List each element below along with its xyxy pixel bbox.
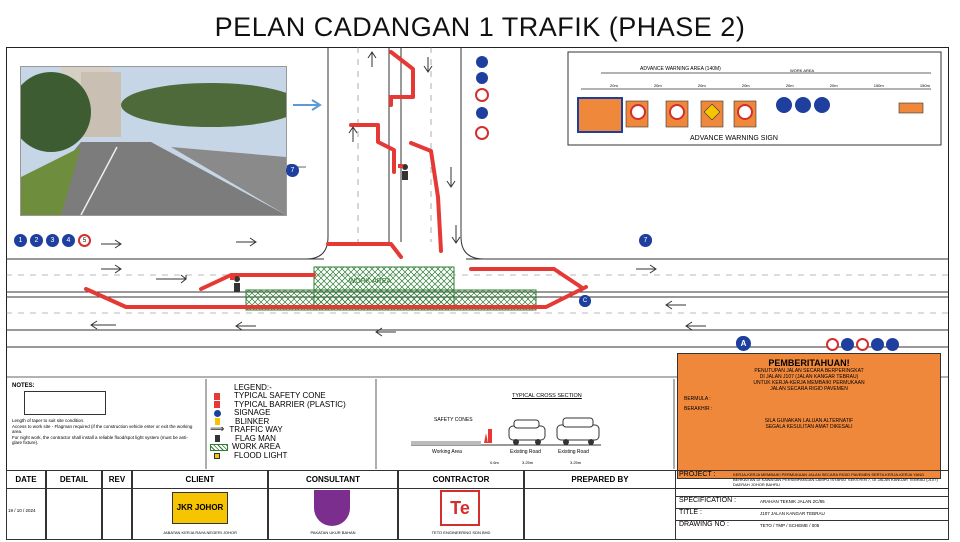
- work-area-label: WORK AREA: [348, 278, 392, 285]
- sign-circle-icon: [886, 338, 899, 351]
- project-value: KERJA-KERJA MEMBAIKI PERMUKAAN JALAN SEC…: [733, 472, 938, 487]
- sign-2-icon: 2: [30, 234, 43, 247]
- consultant-header: CONSULTANT: [306, 475, 360, 484]
- safety-cones-label: SAFETY CONES: [434, 417, 473, 423]
- title-label: TITLE :: [679, 509, 702, 516]
- rev-header: REV: [108, 475, 126, 484]
- consultant-name: PAKATAN UKUR BAHAN: [310, 530, 356, 535]
- consultant-logo-icon: [314, 490, 350, 526]
- notes-table: [24, 391, 106, 415]
- legend-panel: LEGEND:- TYPICAL SAFETY CONE TYPICAL BAR…: [210, 383, 346, 460]
- flood-light-icon: [214, 452, 220, 459]
- client-name: JABATAN KERJA RAYA NEGERI JOHOR: [163, 530, 237, 535]
- specification-label: SPECIFICATION :: [679, 497, 737, 504]
- existing-road-label-2: Existing Road: [558, 449, 589, 455]
- sign-circle-icon: [826, 338, 839, 351]
- prepared-by-header: PREPARED BY: [571, 475, 629, 484]
- barrier-north-2: [349, 123, 396, 174]
- dim-label-1: 0.6m: [490, 460, 499, 465]
- blinker-icon: [215, 418, 220, 426]
- project-label: PROJECT :: [679, 471, 716, 478]
- signage-icon: [214, 409, 221, 417]
- contractor-name: TETO ENGINEERING SDN BHD: [431, 530, 491, 535]
- notice-title: PEMBERITAHUAN!: [768, 358, 850, 368]
- advance-warning-area-label: ADVANCE WARNING AREA (140M): [640, 66, 721, 72]
- advance-warning-sub-label: WORK AREA: [790, 68, 815, 73]
- dim-label-3: 3.25m: [570, 460, 582, 465]
- dim-label-2: 3.25m: [522, 460, 534, 465]
- detail-header: DETAIL: [59, 475, 89, 484]
- barrier-north-3: [409, 141, 443, 253]
- signage-strip: 1 2 3 4 5: [14, 234, 91, 247]
- site-photo: [20, 66, 287, 216]
- barrier-center: [326, 242, 403, 259]
- barrier-north-1: [389, 50, 415, 107]
- client-header: CLIENT: [185, 475, 215, 484]
- sign-3-icon: 3: [46, 234, 59, 247]
- barrier-east-taper: [469, 267, 583, 289]
- specification-value: ARAHAN TEKNIK JALAN 2C/85: [760, 499, 825, 504]
- sign-circle-icon: [841, 338, 854, 351]
- barrier-west-taper: [199, 273, 316, 291]
- barrier-icon: [214, 401, 220, 409]
- point-7-east: 7: [639, 234, 652, 247]
- sign-4-icon: 4: [62, 234, 75, 247]
- point-c: C: [579, 295, 591, 307]
- sign-5-icon: 5: [78, 234, 91, 247]
- contractor-header: CONTRACTOR: [432, 475, 490, 484]
- sign-row-right: [826, 338, 899, 351]
- date-value: 19 / 10 / 2024: [8, 508, 36, 513]
- work-area-icon: [210, 443, 228, 451]
- page-title: PELAN CADANGAN 1 TRAFIK (PHASE 2): [214, 12, 746, 42]
- advance-warning-distances: 20m 20m 20m 20m 20m 20m 150m 150m: [610, 83, 930, 88]
- working-area-label: Working Area: [432, 449, 462, 455]
- drawing-no-label: DRAWING NO :: [679, 521, 729, 528]
- flag-man-icon: [215, 435, 220, 443]
- flag-man-west: [230, 276, 240, 292]
- date-header: DATE: [15, 475, 37, 484]
- safety-cone-icon: [214, 392, 220, 400]
- notes-panel: NOTES: Length of taper to suit site cond…: [12, 383, 193, 445]
- jkr-logo: JKR JOHOR: [172, 492, 228, 524]
- flag-man-north: [398, 164, 408, 180]
- notice-board: PEMBERITAHUAN! PENUTUPAN JALAN SECARA BE…: [677, 353, 941, 479]
- drawing-no-value: TETO / TMP / SCHEME / 005: [760, 523, 820, 528]
- advance-warning-caption: ADVANCE WARNING SIGN: [690, 135, 778, 142]
- title-value: J107 JALAN KANGAR TEBRAU: [760, 511, 825, 516]
- traffic-way-icon: ⟹: [210, 424, 225, 436]
- sign-circle-icon: [856, 338, 869, 351]
- cross-section-title: TYPICAL CROSS SECTION: [512, 393, 582, 399]
- cross-section-drawing: [411, 417, 601, 446]
- advance-warning-box: [567, 51, 942, 146]
- point-a: A: [736, 336, 751, 351]
- barrier-south: [84, 285, 588, 309]
- warning-sign-strip: [577, 97, 924, 133]
- sign-circle-icon: [871, 338, 884, 351]
- point-7-west: 7: [286, 164, 299, 177]
- view-arrow: [293, 99, 322, 111]
- sign-1-icon: 1: [14, 234, 27, 247]
- contractor-logo: Te: [440, 490, 480, 526]
- existing-road-label-1: Existing Road: [510, 449, 541, 455]
